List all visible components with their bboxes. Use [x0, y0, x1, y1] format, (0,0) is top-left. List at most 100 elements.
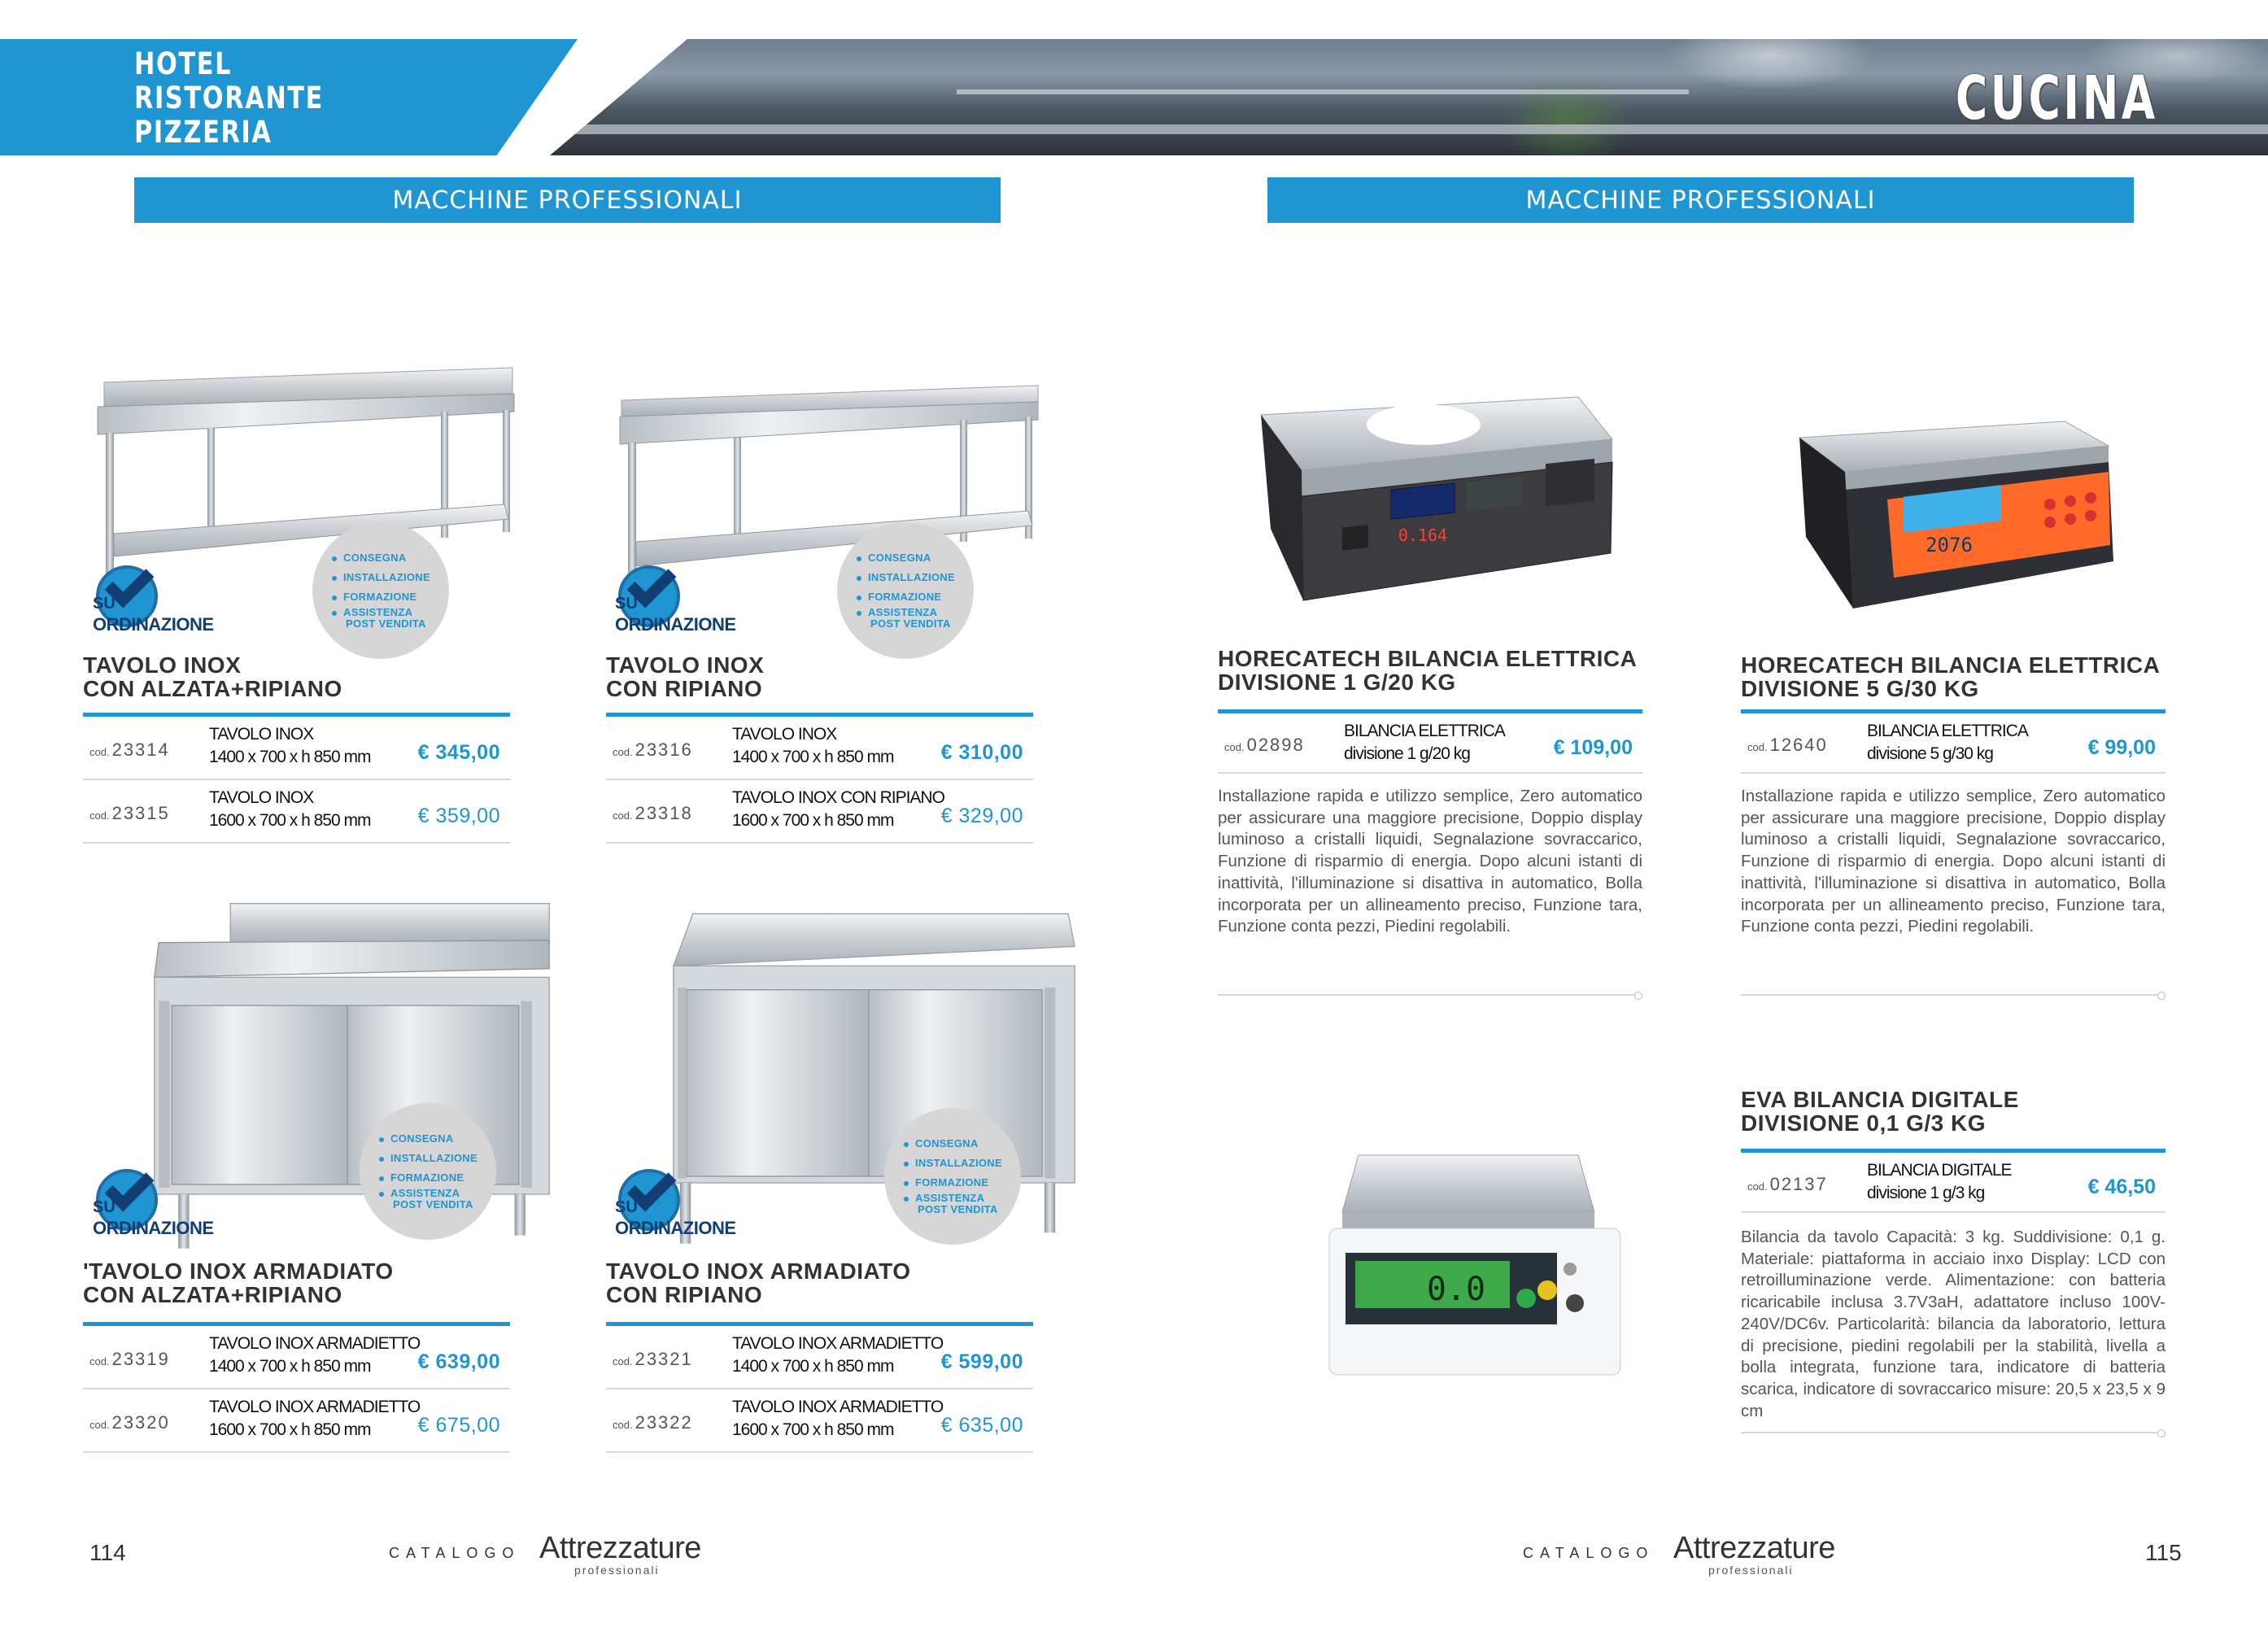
product-name: TAVOLO INOX [209, 725, 314, 744]
banner-counter [550, 124, 2268, 134]
product-price: € 310,00 [940, 741, 1023, 764]
product-price: € 639,00 [417, 1350, 500, 1373]
end-rule [1741, 1429, 2166, 1437]
page-number-left: 114 [89, 1540, 126, 1565]
ordinazione-label: ORDINAZIONE [615, 1218, 736, 1238]
product-code: cod.23320 [89, 1412, 170, 1433]
hotel-line-1: HOTEL [134, 46, 233, 81]
product-row: cod.23315 TAVOLO INOX 1600 x 700 x h 850… [83, 782, 510, 844]
scale-description: Installazione rapida e utilizzo semplice… [1218, 787, 1642, 936]
scale-title: HORECATECH BILANCIA ELETTRICA DIVISIONE … [1218, 646, 1638, 695]
product-row: cod.23316 TAVOLO INOX 1400 x 700 x h 850… [606, 718, 1033, 780]
hotel-line-2: RISTORANTE [134, 81, 325, 116]
service-item: FORMAZIONE [857, 587, 974, 607]
su-label: SU [615, 595, 638, 613]
product-code: cod.23319 [89, 1349, 170, 1369]
section-title-left: MACCHINE PROFESSIONALI [134, 177, 1001, 223]
product-price: € 99,00 [2087, 736, 2156, 759]
product-code: cod.23316 [613, 739, 693, 760]
product-dimensions: divisione 5 g/30 kg [1867, 744, 1994, 763]
services-bubble: CONSEGNA INSTALLAZIONE FORMAZIONE ASSIST… [312, 522, 449, 659]
service-item: ASSISTENZA [379, 1188, 496, 1199]
ordinazione-label: ORDINAZIONE [615, 614, 736, 635]
banner-shelf [957, 89, 1689, 94]
product-row: cod.23322 TAVOLO INOX ARMADIETTO 1600 x … [606, 1391, 1033, 1453]
product-row: cod.23319 TAVOLO INOX ARMADIETTO 1400 x … [83, 1328, 510, 1389]
service-item: FORMAZIONE [904, 1173, 1021, 1193]
product-name: TAVOLO INOX [732, 725, 837, 744]
product-code: cod.23314 [89, 739, 170, 760]
scale-horecatech-5g-image: 2076 [1798, 421, 2113, 608]
service-item: FORMAZIONE [332, 587, 449, 607]
table-with-upstand-image [97, 367, 515, 604]
title-rule [1741, 1149, 2166, 1153]
catalog-brand: Attrezzature [539, 1531, 701, 1565]
scale-row: cod.02898 BILANCIA ELETTRICA divisione 1… [1218, 715, 1642, 774]
product-dimensions: 1600 x 700 x h 850 mm [209, 1420, 371, 1439]
product-dimensions: 1600 x 700 x h 850 mm [209, 811, 371, 830]
product-name: TAVOLO INOX CON RIPIANO [732, 788, 945, 807]
scale-eva-image: 0.0 [1328, 1154, 1621, 1376]
service-item: ASSISTENZA [857, 607, 974, 618]
product-name: BILANCIA DIGITALE [1867, 1161, 2013, 1180]
product-code: cod.12640 [1747, 735, 1828, 755]
product-title: TAVOLO INOX CON RIPIANO [606, 652, 765, 701]
product-name: TAVOLO INOX ARMADIETTO [732, 1398, 944, 1416]
product-name: TAVOLO INOX ARMADIETTO [209, 1334, 421, 1353]
title-rule [606, 713, 1033, 717]
scale-display: 0.164 [1398, 526, 1447, 545]
product-code: cod.02898 [1224, 735, 1305, 755]
product-code: cod.02137 [1747, 1174, 1828, 1194]
scale-title: EVA BILANCIA DIGITALE DIVISIONE 0,1 G/3 … [1741, 1087, 2019, 1136]
product-dimensions: 1400 x 700 x h 850 mm [209, 1357, 371, 1376]
cabinet-table-with-shelf-image [672, 913, 1075, 1244]
service-item: CONSEGNA [857, 548, 974, 568]
product-name: TAVOLO INOX ARMADIETTO [732, 1334, 944, 1353]
product-code: cod.23315 [89, 803, 170, 823]
scale-description: Bilancia da tavolo Capacità: 3 kg. Suddi… [1741, 1228, 2166, 1420]
product-row: cod.23314 TAVOLO INOX 1400 x 700 x h 850… [83, 718, 510, 780]
service-item: POST VENDITA [346, 617, 426, 630]
service-item: INSTALLAZIONE [857, 568, 974, 587]
su-label: SU [93, 1198, 116, 1216]
services-bubble: CONSEGNA INSTALLAZIONE FORMAZIONE ASSIST… [837, 522, 974, 659]
product-dimensions: 1400 x 700 x h 850 mm [732, 748, 894, 766]
services-bubble: CONSEGNA INSTALLAZIONE FORMAZIONE ASSIST… [884, 1108, 1021, 1245]
product-name: TAVOLO INOX [209, 788, 314, 807]
page-number-right: 115 [2145, 1540, 2182, 1565]
su-ordinazione-circle [96, 565, 158, 627]
product-dimensions: 1600 x 700 x h 850 mm [732, 811, 894, 830]
product-title: TAVOLO INOX ARMADIATO CON RIPIANO [606, 1258, 911, 1307]
scale-row: cod.12640 BILANCIA ELETTRICA divisione 5… [1741, 715, 2166, 774]
product-row: cod.23321 TAVOLO INOX ARMADIETTO 1400 x … [606, 1328, 1033, 1389]
hotel-line-3: PIZZERIA [134, 115, 273, 150]
su-ordinazione-logo: SU ORDINAZIONE [612, 1162, 758, 1245]
cucina-banner-word: CUCINA [1956, 63, 2158, 133]
su-label: SU [93, 595, 116, 613]
ordinazione-label: ORDINAZIONE [93, 1218, 214, 1238]
product-price: € 109,00 [1553, 736, 1633, 759]
service-item: CONSEGNA [332, 548, 449, 568]
service-item: POST VENDITA [918, 1203, 998, 1215]
catalog-word: CATALOGO [389, 1545, 521, 1561]
service-item: INSTALLAZIONE [904, 1154, 1021, 1173]
product-price: € 46,50 [2087, 1176, 2156, 1198]
hotel-ristorante-pizzeria-title: HOTEL RISTORANTE PIZZERIA [134, 47, 324, 150]
title-rule [83, 713, 510, 717]
service-item: FORMAZIONE [379, 1168, 496, 1188]
kitchen-banner-image [550, 39, 2268, 155]
scale-title: HORECATECH BILANCIA ELETTRICA DIVISIONE … [1741, 652, 2161, 701]
product-code: cod.23322 [613, 1412, 693, 1433]
product-name: BILANCIA ELETTRICA [1867, 722, 2029, 740]
title-rule [606, 1322, 1033, 1326]
service-item: INSTALLAZIONE [379, 1149, 496, 1168]
su-ordinazione-logo: SU ORDINAZIONE [89, 558, 236, 641]
service-item: INSTALLAZIONE [332, 568, 449, 587]
catalog-brand: Attrezzature [1673, 1531, 1835, 1565]
services-bubble: CONSEGNA INSTALLAZIONE FORMAZIONE ASSIST… [360, 1103, 496, 1240]
product-dimensions: divisione 1 g/3 kg [1867, 1184, 1985, 1202]
product-price: € 675,00 [417, 1414, 500, 1437]
catalog-brand-sub: professionali [574, 1564, 660, 1577]
su-ordinazione-logo: SU ORDINAZIONE [612, 558, 758, 641]
su-ordinazione-circle [618, 565, 680, 627]
